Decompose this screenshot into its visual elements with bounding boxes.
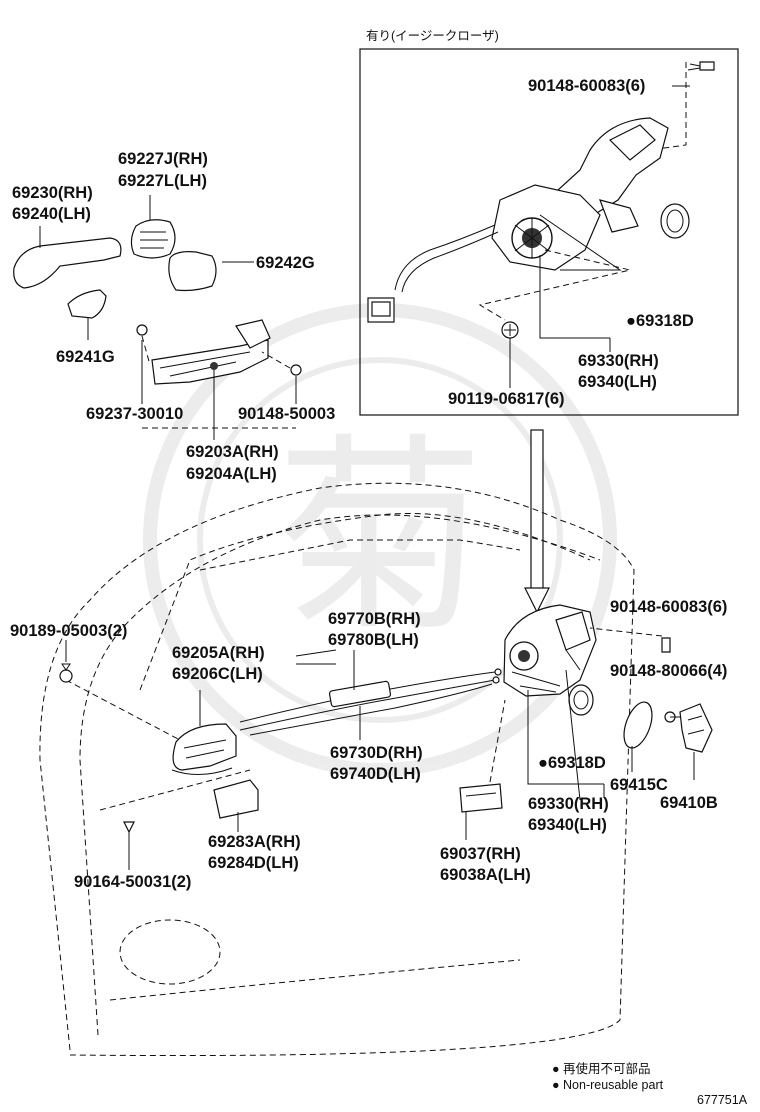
legend-jp: ● 再使用不可部品 [552, 1061, 651, 1076]
inset-title: 有り(イージークローザ) [366, 29, 499, 43]
label-screw-80066: 90148-80066(4) [610, 662, 727, 680]
label-dot-part: ●69318D [538, 754, 606, 772]
label-lock-lh: 69340(LH) [528, 816, 607, 834]
washer-69318d [568, 684, 594, 716]
inset-lock-assembly [491, 117, 669, 271]
cables [239, 649, 502, 740]
label-screw-50031: 90164-50031(2) [74, 873, 191, 891]
label-frame-rh: 69203A(RH) [186, 443, 279, 461]
label-guide-lh: 69038A(LH) [440, 866, 531, 884]
handle-cap-cover [130, 219, 176, 259]
label-frame-clip: 69237-30010 [86, 405, 183, 423]
label-guide-rh: 69037(RH) [440, 845, 521, 863]
door-lock-assembly [503, 604, 597, 697]
pad-69241g [67, 289, 107, 319]
inset-bolt [501, 321, 519, 339]
screw-90148-80066 [664, 711, 680, 723]
outside-handle-frame [151, 339, 269, 385]
pad-69242g [168, 251, 217, 292]
inset-label-bolt-bottom: 90119-06817(6) [448, 390, 565, 408]
inset-washer [660, 203, 690, 239]
inset-pointer-arrow [524, 429, 550, 614]
watermark-glyph: 菊 [275, 415, 485, 660]
label-bezel-lh: 69284D(LH) [208, 854, 299, 872]
pad-69415c [623, 701, 653, 772]
screw-90189-05003 [59, 663, 73, 683]
label-cover-lh: 69227L(LH) [118, 172, 207, 190]
inset-box: 有り(イージークローザ) [359, 29, 739, 416]
label-striker: 69410B [660, 794, 718, 812]
label-pad-242: 69242G [256, 254, 315, 272]
guide-69037 [459, 783, 503, 840]
legend-en: ● Non-reusable part [552, 1078, 664, 1092]
door-outline [39, 482, 635, 1057]
label-rod-rh: 69730D(RH) [330, 744, 423, 762]
outside-handle-group [13, 195, 302, 440]
label-handle-rh: 69230(RH) [12, 184, 93, 202]
label-inner-rh: 69205A(RH) [172, 644, 265, 662]
inset-label-screw-top: 90148-60083(6) [528, 77, 645, 95]
figure-id: 677751A [697, 1093, 748, 1107]
label-handle-lh: 69240(LH) [12, 205, 91, 223]
label-inner-lh: 69206C(LH) [172, 665, 263, 683]
label-cable-rh: 69770B(RH) [328, 610, 421, 628]
inset-label-lock-rh: 69330(RH) [578, 352, 659, 370]
label-screw-60083: 90148-60083(6) [610, 598, 727, 616]
label-screw-90189: 90189-05003(2) [10, 622, 127, 640]
label-lock-rh: 69330(RH) [528, 795, 609, 813]
label-bezel-rh: 69283A(RH) [208, 833, 301, 851]
inside-handle [171, 690, 237, 775]
bezel-69283a [213, 779, 259, 832]
screw-90148-60083 [589, 627, 671, 653]
inset-label-dot-part: ●69318D [626, 312, 694, 330]
screw-90164-50031 [123, 821, 135, 870]
label-frame-screw: 90148-50003 [238, 405, 335, 423]
label-pad-415: 69415C [610, 776, 668, 794]
inset-screw-top [687, 61, 715, 71]
inset-label-lock-lh: 69340(LH) [578, 373, 657, 391]
label-cable-lh: 69780B(LH) [328, 631, 419, 649]
striker-69410b [679, 703, 713, 780]
label-pad-241: 69241G [56, 348, 115, 366]
label-frame-lh: 69204A(LH) [186, 465, 277, 483]
label-rod-lh: 69740D(LH) [330, 765, 421, 783]
outside-handle [13, 237, 122, 289]
label-cover-rh: 69227J(RH) [118, 150, 208, 168]
